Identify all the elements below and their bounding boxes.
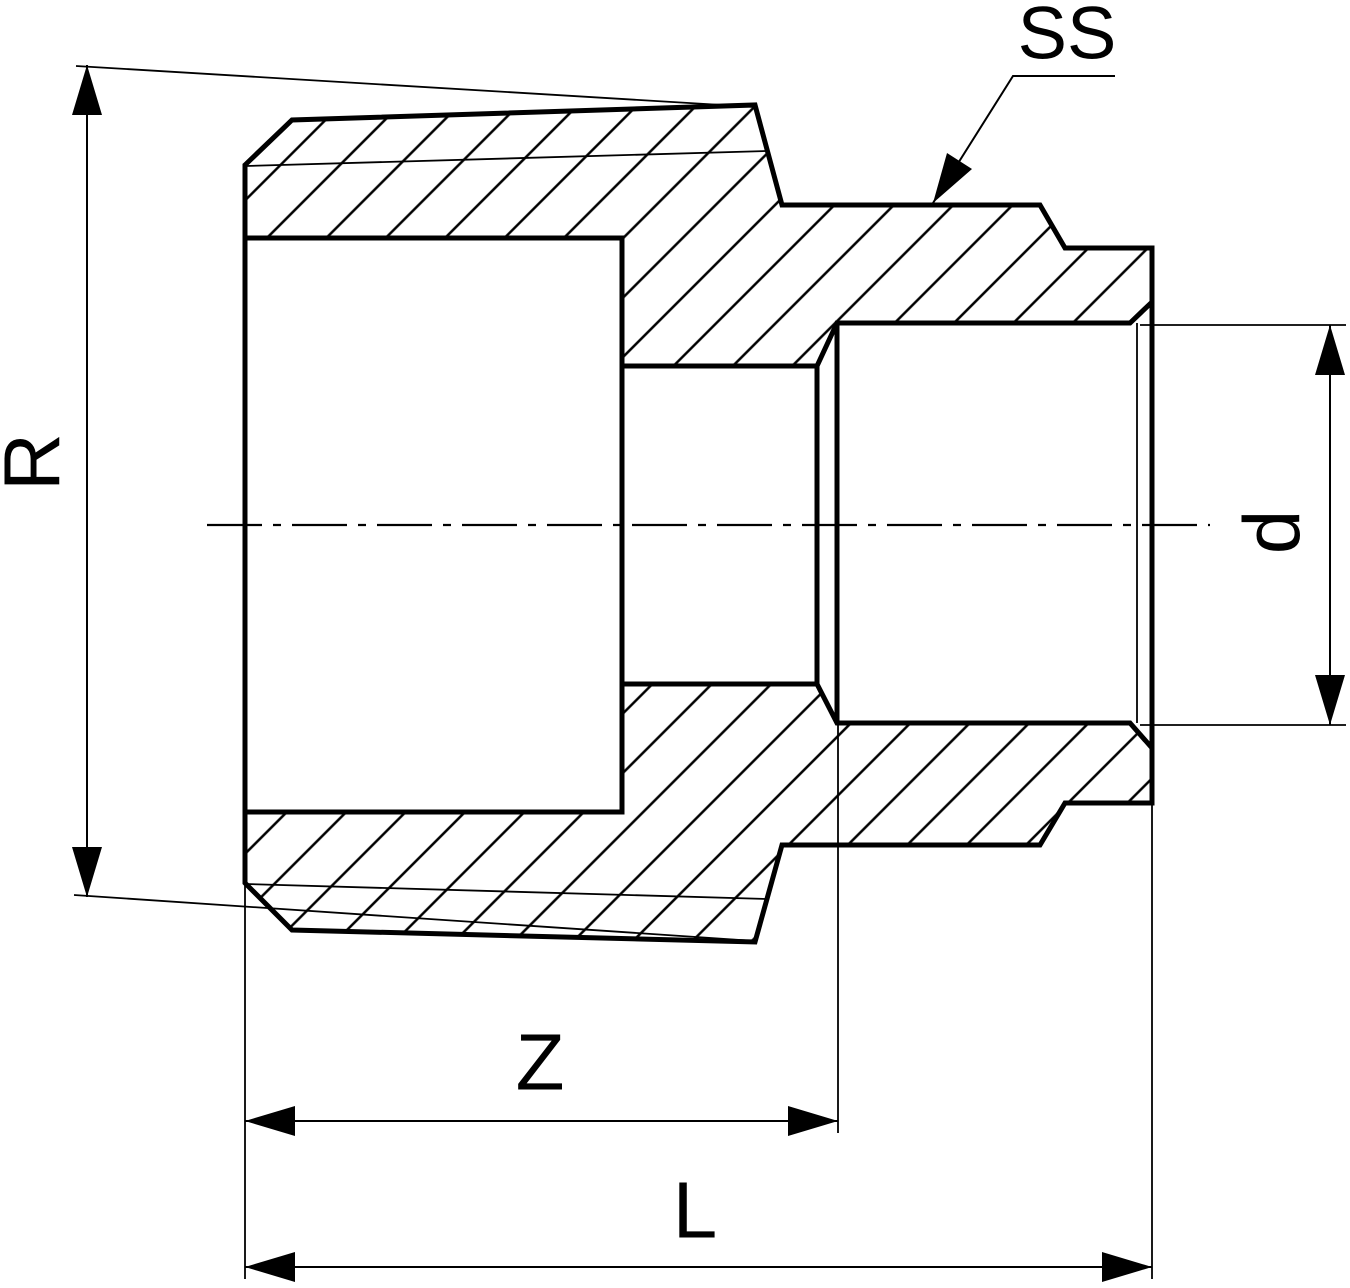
r-arrowhead-bottom: [72, 847, 102, 897]
z-arrowhead-left: [245, 1106, 295, 1136]
ss-label: SS: [1018, 0, 1117, 75]
l-arrowhead-left: [245, 1252, 295, 1282]
r-extension-line-top: [75, 65, 756, 108]
bottom-wall-section-hatch: [242, 681, 1155, 945]
r-label: R: [0, 433, 77, 491]
r-extension-line-bottom: [73, 894, 756, 942]
d-arrowhead-bottom: [1315, 675, 1345, 725]
thread-root-line-bottom: [245, 883, 768, 900]
l-arrowhead-right: [1102, 1252, 1152, 1282]
thread-root-line-top: [245, 150, 768, 167]
ss-leader-line: [932, 75, 1115, 204]
r-arrowhead-top: [72, 65, 102, 115]
d-label: d: [1228, 510, 1317, 555]
z-arrowhead-right: [788, 1106, 838, 1136]
ss-leader-arrowhead: [933, 153, 972, 203]
z-label: Z: [516, 1018, 565, 1107]
l-label: L: [673, 1166, 718, 1255]
d-arrowhead-top: [1315, 325, 1345, 375]
top-wall-section-hatch: [242, 102, 1155, 369]
